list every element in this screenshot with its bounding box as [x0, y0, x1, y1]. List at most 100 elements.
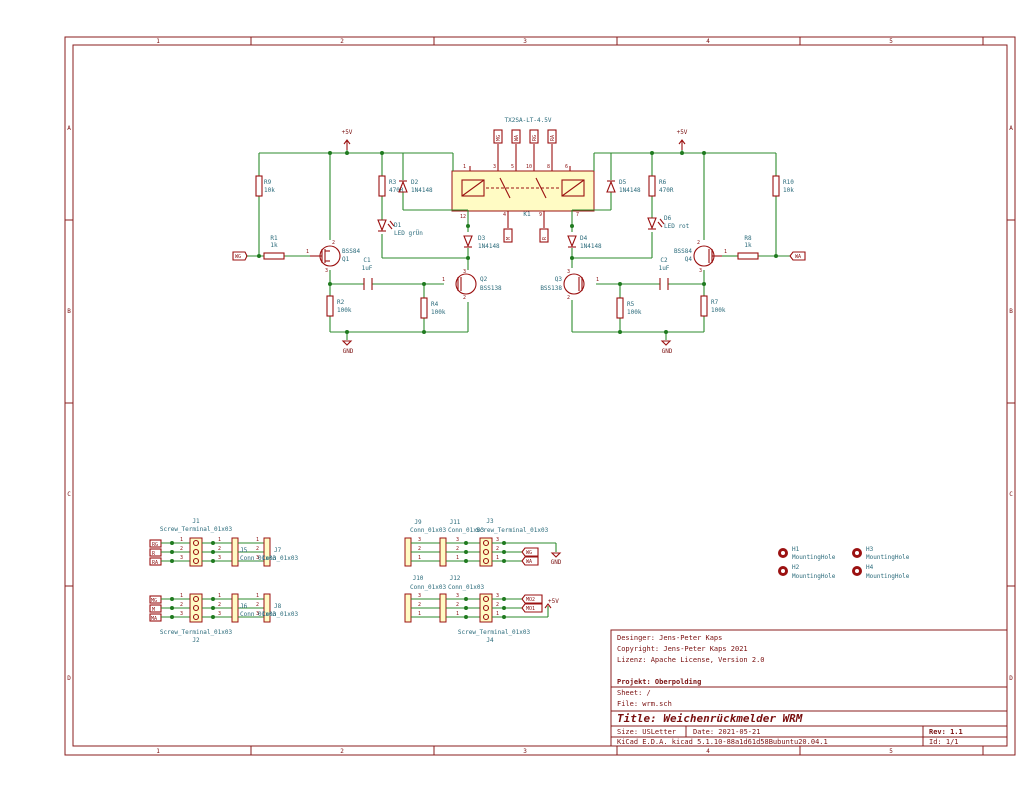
resistor-r6: R6 470R [648, 175, 674, 197]
resistor-r10: R10 10k [772, 175, 794, 197]
svg-text:C2: C2 [660, 257, 668, 264]
resistor-r7: R7 100k [700, 295, 726, 317]
svg-text:3: 3 [218, 611, 221, 617]
net-label-rg: RG [532, 135, 538, 141]
svg-text:Q1: Q1 [342, 256, 350, 263]
net-label-ra: RA [550, 135, 556, 141]
svg-text:1: 1 [724, 249, 727, 255]
resistor-r1: R1 1k [263, 235, 285, 260]
net-label-r: R [542, 236, 548, 240]
mosfet-q3: 1 3 2 Q3 BSS138 [540, 269, 599, 301]
svg-text:3: 3 [463, 269, 466, 275]
svg-text:1: 1 [418, 555, 421, 561]
diode-d2: D2 1N4148 [398, 179, 433, 194]
right-wires [571, 150, 790, 340]
relay-ref: K1 [523, 211, 531, 218]
svg-text:3: 3 [496, 537, 499, 543]
svg-text:3: 3 [699, 268, 702, 274]
j3-ref: J3 [486, 518, 494, 525]
relay-pin: 3 [493, 164, 496, 170]
svg-text:2: 2 [567, 295, 570, 301]
svg-text:1: 1 [306, 249, 309, 255]
column-label: 5 [889, 748, 893, 755]
mosfet-q1: 1 2 3 BSS84 Q1 [306, 240, 360, 274]
svg-text:3: 3 [496, 593, 499, 599]
svg-text:D2: D2 [411, 179, 419, 186]
svg-text:R: R [152, 551, 156, 557]
row-label: D [67, 675, 71, 682]
svg-text:1: 1 [180, 537, 183, 543]
connector-group-rg: RG R RA 123 123 123 J1 Screw_Terminal_01… [149, 518, 299, 567]
svg-text:D5: D5 [619, 179, 627, 186]
led-d6: D6 LED rot [647, 215, 690, 230]
j10-ref: J10 [413, 575, 424, 582]
svg-text:BSS138: BSS138 [480, 285, 502, 292]
svg-text:Q4: Q4 [685, 256, 693, 263]
svg-text:1: 1 [456, 555, 459, 561]
sheet: Sheet: / [617, 689, 651, 697]
j11-ref: J11 [450, 519, 461, 526]
svg-text:1N4148: 1N4148 [478, 243, 500, 250]
column-label: 1 [156, 38, 160, 45]
svg-text:R7: R7 [711, 299, 719, 306]
relay-pin: 4 [503, 212, 506, 218]
svg-text:1N4148: 1N4148 [619, 187, 641, 194]
svg-text:1N4148: 1N4148 [580, 243, 602, 250]
svg-text:D4: D4 [580, 235, 588, 242]
svg-text:3: 3 [418, 537, 421, 543]
resistor-r3: R3 470R [378, 175, 404, 197]
vcc-label: +5V [548, 598, 559, 605]
designer: Desinger: Jens-Peter Kaps [617, 634, 722, 642]
mosfet-q2: 1 3 2 Q2 BSS138 [442, 269, 502, 301]
row-label: A [67, 125, 71, 132]
net-label-m: M [506, 237, 512, 240]
svg-text:2: 2 [332, 240, 335, 246]
column-label: 4 [706, 748, 710, 755]
svg-text:100k: 100k [627, 309, 642, 316]
svg-text:R2: R2 [337, 299, 345, 306]
resistor-r4: R4 100k [420, 297, 446, 319]
relay-value: TX2SA-LT-4.5V [505, 117, 552, 124]
svg-text:1: 1 [418, 611, 421, 617]
relay-pin: 1 [463, 164, 466, 170]
diode-d4: D4 1N4148 [567, 235, 602, 250]
svg-text:3: 3 [180, 555, 183, 561]
gnd-symbol-left: GND [341, 340, 354, 355]
relay-pin: 7 [576, 212, 579, 218]
frame-column-labels: 1 2 3 4 5 1 2 3 4 5 [156, 38, 893, 755]
svg-text:R6: R6 [659, 179, 667, 186]
svg-text:MO1: MO1 [526, 606, 535, 612]
net-label-mg: MG [496, 135, 502, 141]
svg-text:100k: 100k [431, 309, 446, 316]
svg-text:R4: R4 [431, 301, 439, 308]
connector-group-mg: MG M MA 123 123 123 Screw_Terminal_01x03… [149, 593, 299, 644]
net-label-wa: WA [514, 135, 520, 141]
svg-text:2: 2 [418, 602, 421, 608]
column-label: 3 [523, 38, 527, 45]
j10-val: Conn_01x03 [410, 584, 447, 591]
net-label-wa-right: WA [789, 251, 806, 261]
svg-text:R5: R5 [627, 301, 635, 308]
svg-text:2: 2 [463, 295, 466, 301]
svg-text:3: 3 [567, 269, 570, 275]
connector-group-wg: 321 321 321 WG WA GND J9 Conn_01x03 J11 … [404, 518, 562, 567]
resistor-r2: R2 100k [326, 295, 352, 317]
svg-text:MO2: MO2 [526, 597, 535, 603]
svg-text:2: 2 [180, 602, 183, 608]
svg-text:1: 1 [218, 593, 221, 599]
gnd-label: GND [662, 348, 673, 355]
svg-text:2: 2 [456, 602, 459, 608]
svg-text:1N4148: 1N4148 [411, 187, 433, 194]
svg-text:1k: 1k [744, 242, 752, 249]
svg-text:MountingHole: MountingHole [866, 573, 910, 580]
right-junctions [570, 151, 778, 334]
connector-group-mo: 321 321 321 MO2 MO1 +5V J10 Conn_01x03 J… [404, 575, 559, 644]
j2-val: Screw_Terminal_01x03 [160, 629, 233, 636]
svg-text:MG: MG [151, 598, 157, 604]
svg-text:H1: H1 [792, 546, 800, 553]
diode-d5: D5 1N4148 [606, 179, 641, 194]
j9-ref: J9 [414, 519, 422, 526]
svg-text:RA: RA [152, 560, 158, 566]
led-d1: D1 LED grÜn [377, 219, 423, 237]
svg-text:1uF: 1uF [362, 265, 373, 272]
